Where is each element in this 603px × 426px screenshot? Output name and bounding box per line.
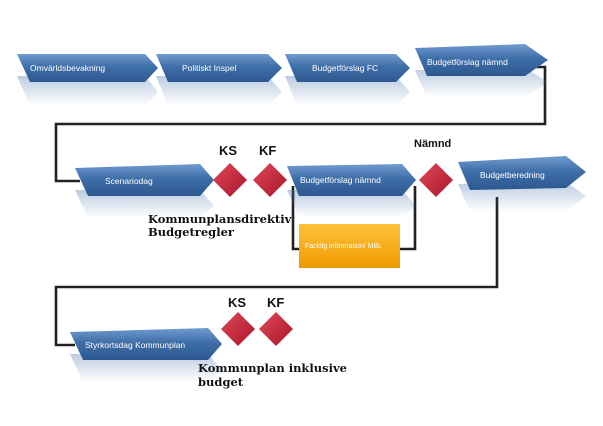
ks-diamond-row3 (221, 312, 255, 346)
step-label: Styrkortsdag Kommunplan (85, 340, 185, 350)
step-label: Politiskt Inspel (182, 63, 236, 73)
ks-label-row3: KS (228, 295, 246, 310)
kommunplansdirektiv-note: Kommunplansdirektiv (148, 212, 292, 226)
kf-diamond-row3 (259, 312, 293, 346)
facklig-information-box: Facklig information/ MBL (299, 224, 400, 268)
chevron-omvarldsbevakning: Omvärldsbevakning (17, 54, 158, 106)
step-label: Budgetförslag nämnd (300, 175, 381, 185)
ks-diamond (213, 163, 247, 197)
namnd-label: Nämnd (414, 138, 451, 150)
facklig-label: Facklig information/ MBL (305, 243, 382, 250)
chevron-budgetforslag-namnd-2: Budgetförslag nämnd (287, 164, 416, 218)
kf-label-row3: KF (267, 295, 284, 310)
step-label: Omvärldsbevakning (30, 63, 105, 73)
kf-label: KF (259, 143, 276, 158)
chevron-politiskt-inspel: Politiskt Inspel (156, 54, 282, 106)
budgetregler-note: Budgetregler (148, 225, 235, 239)
step-label: Budgetförslag nämnd (427, 57, 508, 67)
chevron-budgetforslag-fc: Budgetförslag FC (285, 54, 410, 106)
ks-label: KS (219, 143, 237, 158)
step-label: Budgetberedning (480, 170, 545, 180)
chevron-budgetforslag-namnd-1: Budgetförslag nämnd (415, 44, 548, 98)
step-label: Budgetförslag FC (312, 63, 378, 73)
kf-diamond (253, 163, 287, 197)
namnd-diamond (419, 163, 453, 197)
kommunplan-note: Kommunplan inklusive (198, 361, 347, 375)
budget-note: budget (198, 375, 244, 389)
step-label: Scenariodag (105, 176, 153, 186)
connector-row1-to-row2 (54, 65, 547, 183)
chevron-budgetberedning: Budgetberedning (458, 156, 586, 212)
chevron-styrkortsdag-kommunplan: Styrkortsdag Kommunplan (70, 328, 222, 382)
connector-row2-to-row3 (54, 197, 499, 347)
chevron-scenariodag: Scenariodag (75, 164, 214, 218)
